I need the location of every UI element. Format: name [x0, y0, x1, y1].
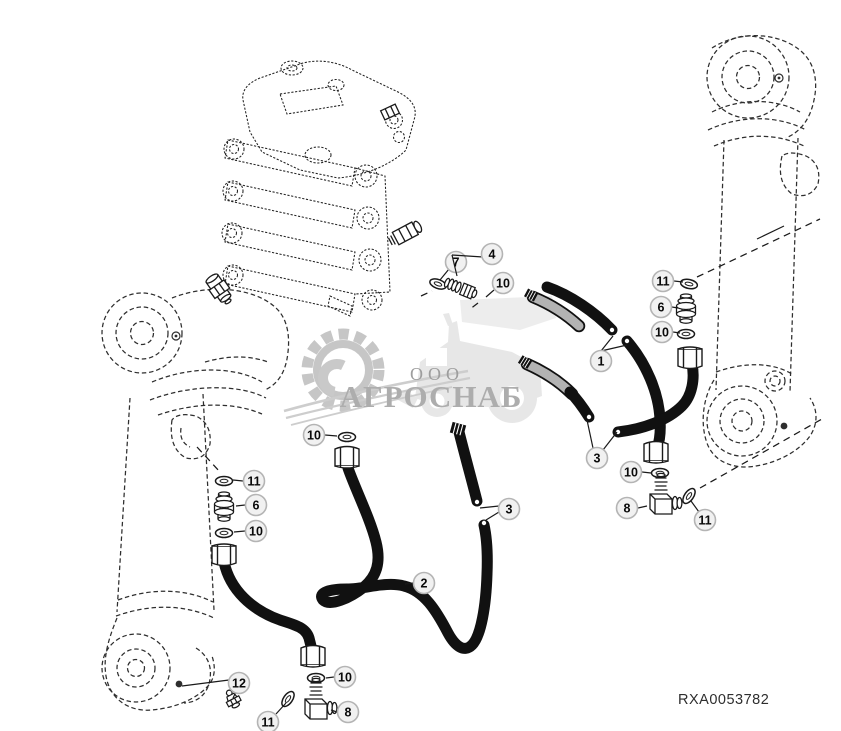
- hose-nut: [677, 346, 703, 370]
- valve-side-fitting: [387, 220, 423, 246]
- callout-11: 11: [256, 702, 287, 731]
- grease-point: [175, 680, 183, 688]
- svg-text:10: 10: [249, 524, 263, 538]
- svg-text:11: 11: [247, 474, 260, 488]
- callout-8: 8: [615, 496, 648, 520]
- svg-text:10: 10: [655, 325, 669, 339]
- callout-10: 10: [650, 320, 681, 344]
- reference-number: RXA0053782: [678, 692, 769, 708]
- svg-text:10: 10: [496, 276, 510, 290]
- callout-6: 6: [235, 493, 268, 517]
- svg-text:3: 3: [594, 451, 601, 465]
- callout-12: 12: [181, 671, 251, 699]
- control-valve-assembly: [205, 60, 423, 317]
- callout-11: 11: [651, 269, 684, 293]
- svg-text:10: 10: [338, 670, 352, 684]
- svg-text:6: 6: [253, 498, 260, 512]
- swoosh-lines: [283, 369, 471, 426]
- hose-left-lower: [218, 556, 317, 652]
- hose-nut: [300, 644, 326, 668]
- svg-text:4: 4: [489, 247, 496, 261]
- callout-3: 3: [585, 419, 618, 470]
- watermark-company-type: ООО: [410, 364, 464, 384]
- left-cylinder: [101, 288, 290, 711]
- svg-text:6: 6: [658, 300, 665, 314]
- o-ring-11: [679, 277, 699, 291]
- callouts: 7 4 10 11 6 10 1 3 3 2 10 11 6 10 10 8 11 12 11 10 8: [181, 242, 717, 731]
- dashed-leader-lines: [196, 218, 823, 489]
- fitting-6: [213, 491, 235, 522]
- callout-2: 2: [404, 571, 436, 595]
- hose-3-middle-segment: [453, 426, 483, 507]
- callout-10: 10: [485, 271, 515, 298]
- svg-text:3: 3: [506, 502, 513, 516]
- callout-11: 11: [690, 500, 717, 532]
- o-ring-10: [337, 431, 357, 443]
- hose-2: [316, 462, 493, 654]
- callout-6: 6: [649, 295, 679, 319]
- o-ring-10: [676, 328, 696, 340]
- o-ring-11: [679, 485, 699, 507]
- svg-text:10: 10: [624, 465, 638, 479]
- hose-3-to-top-port: [612, 358, 699, 438]
- o-ring-10: [214, 527, 234, 539]
- callout-1: 1: [589, 335, 628, 373]
- right-cylinder: [702, 35, 820, 468]
- hose-nut: [211, 543, 237, 567]
- svg-text:10: 10: [307, 428, 321, 442]
- svg-text:7: 7: [453, 255, 460, 269]
- grease-point: [780, 422, 788, 430]
- svg-text:1: 1: [598, 354, 605, 368]
- svg-text:8: 8: [624, 501, 631, 515]
- callout-10: 10: [619, 460, 652, 484]
- hose-3-upper-end: [564, 386, 595, 423]
- valve-top-stub: [379, 103, 401, 121]
- callout-10: 10: [302, 423, 338, 447]
- callout-8: 8: [330, 700, 360, 724]
- callout-11: 11: [232, 469, 266, 493]
- svg-text:2: 2: [421, 576, 428, 590]
- elbow-fitting-8: [304, 677, 338, 720]
- svg-text:11: 11: [261, 715, 274, 729]
- fitting-4: [442, 275, 480, 301]
- tractor-silhouette: [398, 296, 556, 423]
- valve-spool-bores: [221, 138, 383, 311]
- hose-1-upper: [541, 281, 618, 336]
- svg-text:8: 8: [345, 705, 352, 719]
- elbow-fitting-8: [649, 472, 683, 515]
- callout-10: 10: [233, 519, 268, 543]
- valve-sections: [224, 139, 391, 313]
- svg-text:11: 11: [698, 513, 711, 527]
- svg-text:11: 11: [656, 274, 669, 288]
- callout-4: 4: [451, 242, 504, 277]
- fitting-6: [675, 293, 697, 324]
- callout-10: 10: [325, 665, 357, 689]
- hose-nut: [334, 445, 360, 469]
- o-ring-11: [278, 688, 298, 710]
- callout-3: 3: [479, 497, 521, 521]
- hose-1-gray-segment: [528, 292, 584, 331]
- watermark-logo: ООО АГРОСНАБ: [283, 296, 556, 426]
- o-ring-11: [214, 475, 234, 487]
- valve-outlet-fitting: [205, 273, 232, 305]
- hoses: [218, 281, 699, 654]
- hose-nut: [643, 440, 669, 464]
- svg-text:12: 12: [232, 676, 246, 690]
- watermark-company-name: АГРОСНАБ: [340, 379, 523, 414]
